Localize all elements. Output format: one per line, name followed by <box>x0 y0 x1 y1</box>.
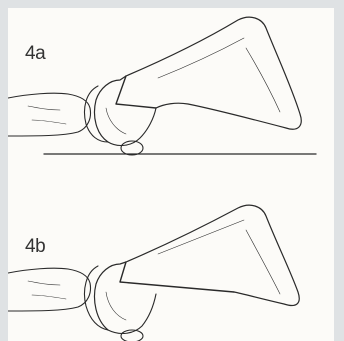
osteotomy-cut-4b <box>120 262 234 292</box>
panel-4b-drawing <box>8 205 299 341</box>
illustration-svg <box>8 8 334 341</box>
phalanx-4b <box>8 268 91 311</box>
metatarsal-4a <box>95 17 302 142</box>
panel-label-4a: 4a <box>25 43 45 65</box>
joint-4a <box>85 86 109 142</box>
phalanx-4a <box>8 93 91 136</box>
panel-4a-drawing <box>8 17 301 155</box>
metatarsal-4b <box>95 205 300 330</box>
osteotomy-cut-4a <box>116 76 156 108</box>
panel-label-4b: 4b <box>25 236 45 258</box>
illustration-panel: 4a 4b <box>8 8 334 341</box>
